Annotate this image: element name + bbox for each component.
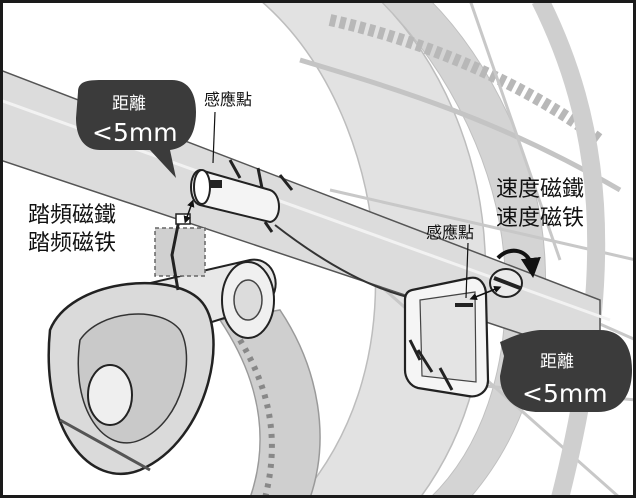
distance-bubble-top: 距離 <5mm [76,80,196,178]
speed-magnet-label-trad: 速度磁鐵 [496,177,584,202]
speed-magnet-label-simp: 速度磁铁 [496,206,584,231]
sensor-cable [274,224,421,301]
distance-bubble-bottom-line2: <5mm [522,379,608,408]
distance-bubble-bottom-line1: 距離 [540,352,574,372]
cadence-magnet-label-trad: 踏頻磁鐵 [28,203,116,228]
sensing-point-right-leader [465,242,469,299]
cadence-magnet [154,213,206,291]
sensing-point-label-top: 感應點 [204,90,252,109]
distance-bubble-bottom: 距離 <5mm [500,330,632,412]
distance-bubble-top-line2: <5mm [92,118,178,147]
chain [299,14,622,193]
cadence-sensor [190,159,294,233]
speed-gap-arrow [469,285,502,301]
sensing-point-top-leader [212,111,216,164]
wheel-rim-right [531,0,606,498]
cadence-gap-arrow [183,199,195,224]
distance-bubble-top-line1: 距離 [112,94,146,114]
tire-tread [237,338,275,498]
speed-sensor [403,276,490,398]
sensing-point-label-right: 感應點 [426,223,474,242]
cadence-magnet-label-simp: 踏频磁铁 [28,231,116,256]
pedal [47,281,215,476]
